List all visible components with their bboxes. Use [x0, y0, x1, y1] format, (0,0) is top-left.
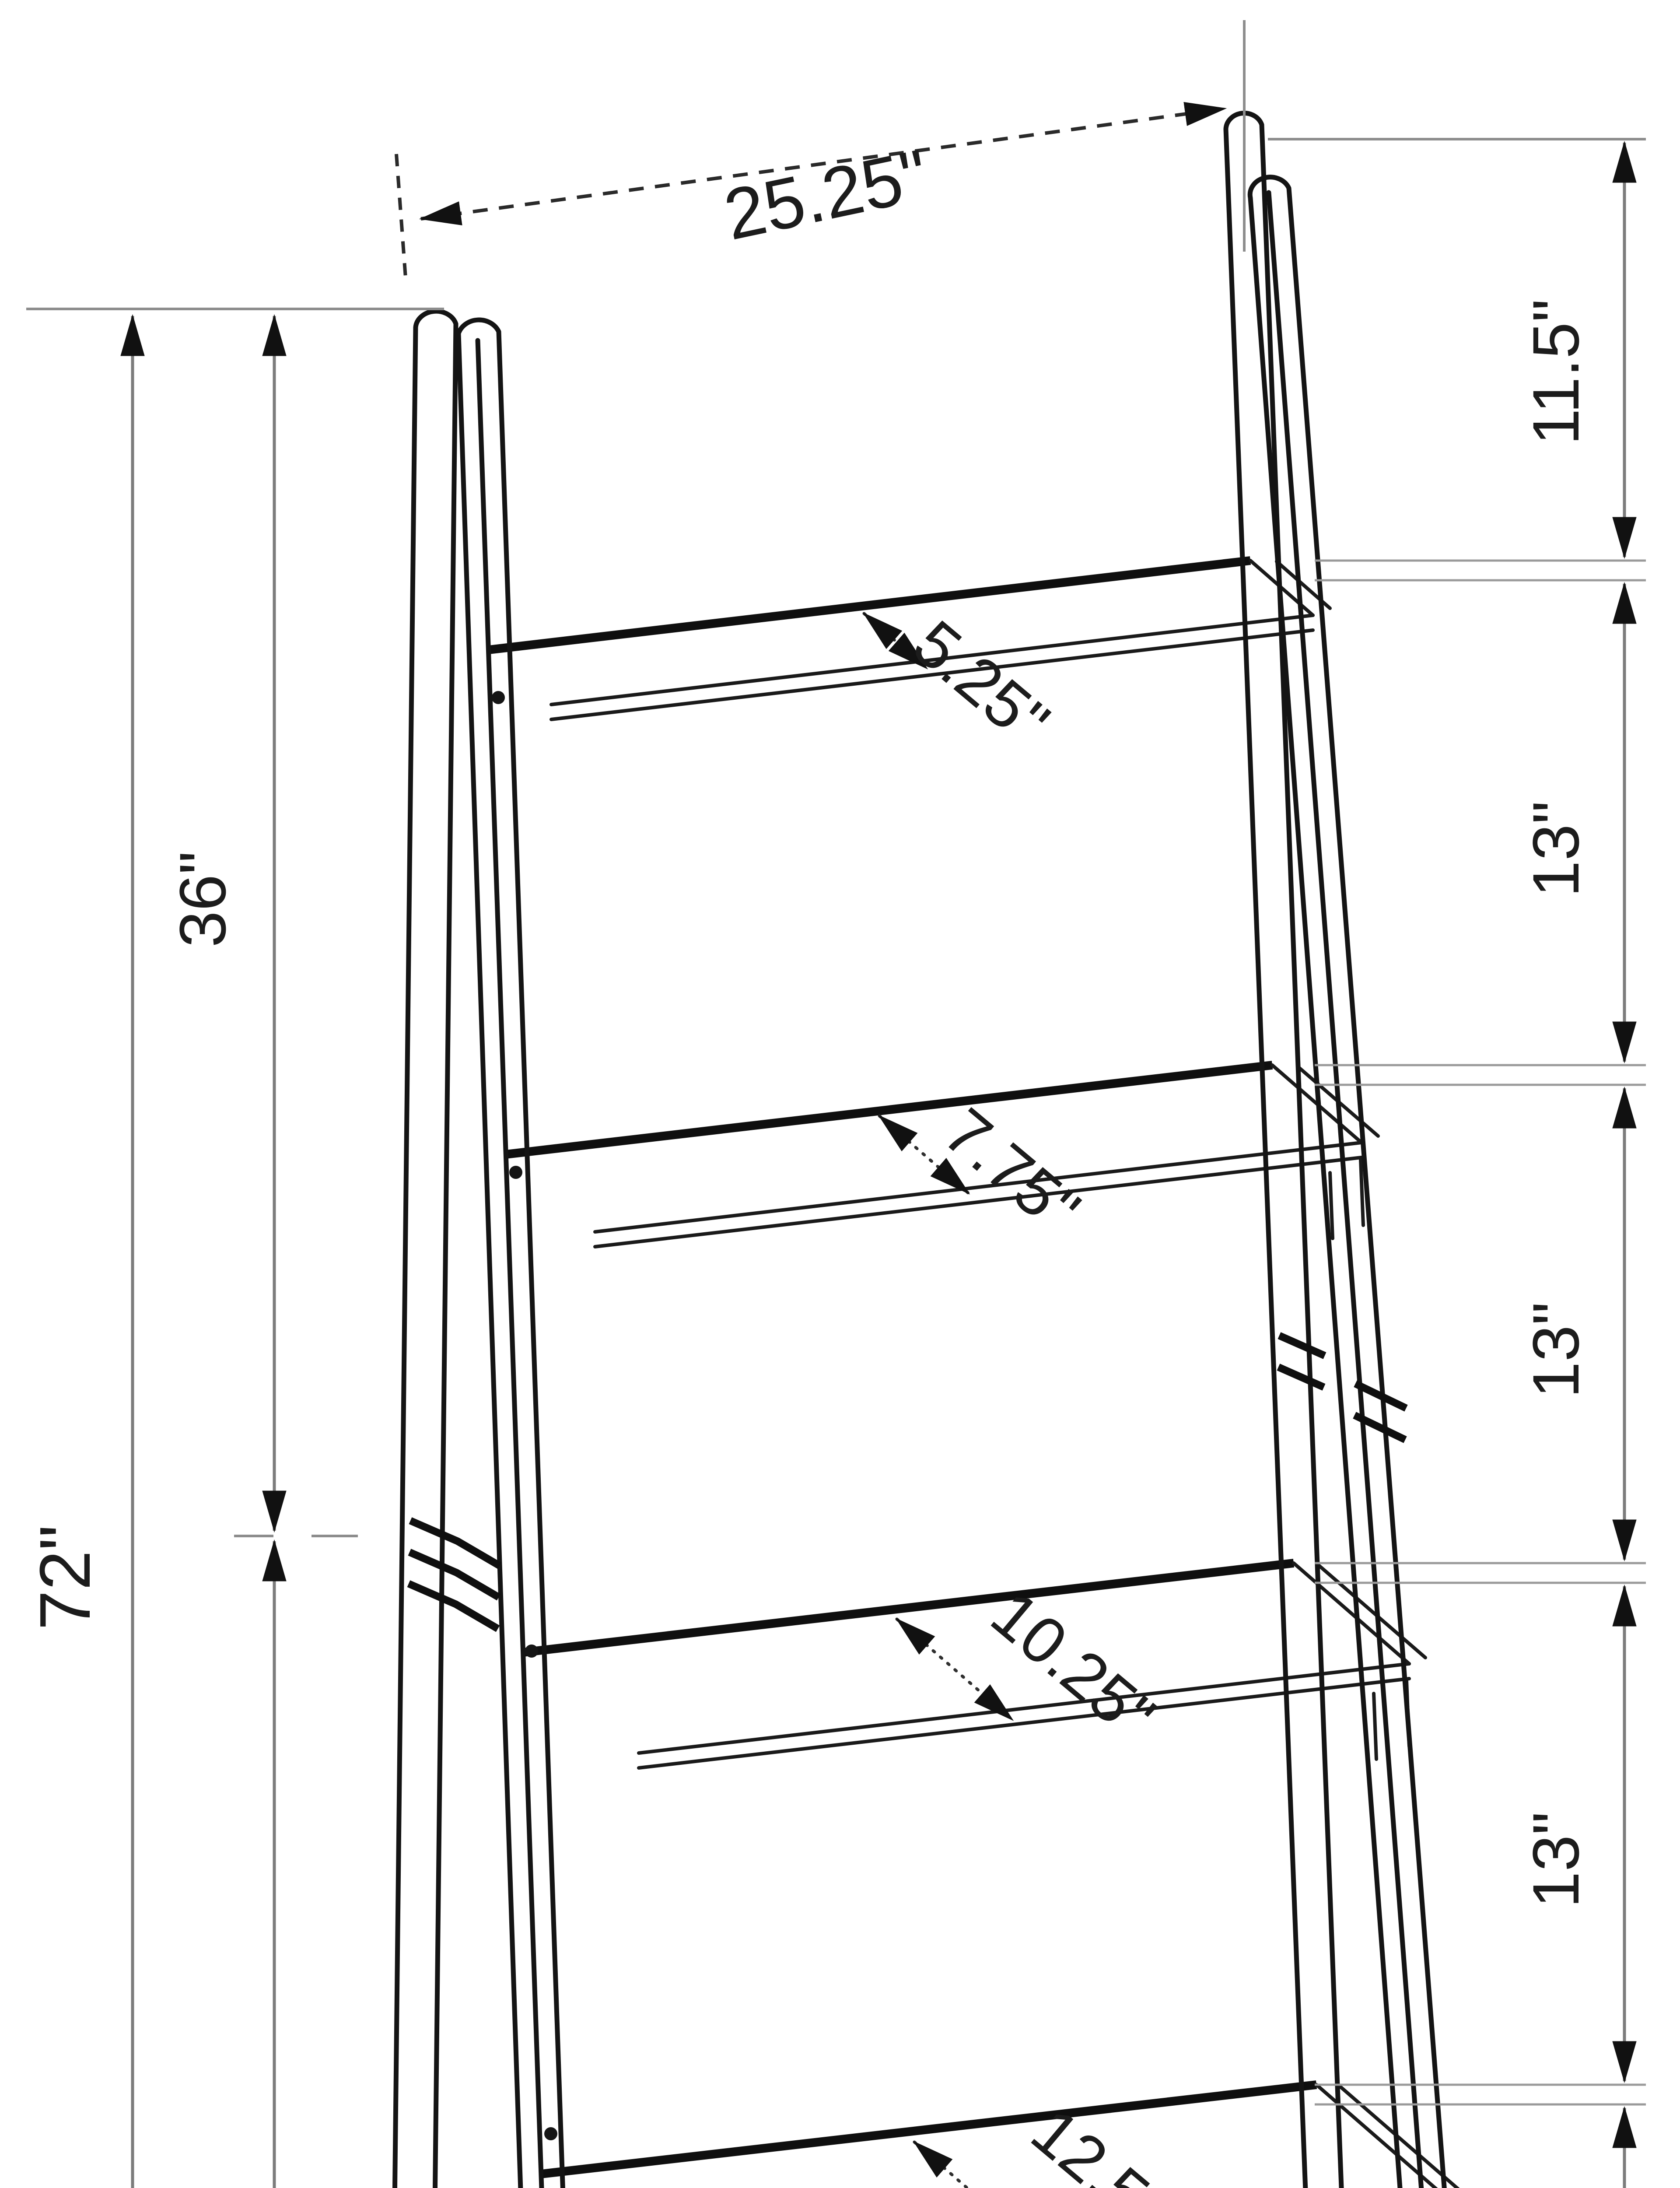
- ext-shelf2: [1315, 1064, 1646, 1086]
- ext-shelf4: [1315, 2083, 1646, 2106]
- dim-shelf3-depth-line: [895, 1617, 1014, 1722]
- dimension-lines: [120, 102, 1637, 2188]
- legs: [392, 111, 1447, 2188]
- dim-height-total-label: 72": [25, 1525, 105, 1630]
- front-right-leg: [1247, 175, 1447, 2188]
- dim-gap-top-label: 11.5": [1519, 299, 1592, 445]
- dim-shelf2-depth-label: 7.75": [931, 1094, 1093, 1248]
- left-leg-joint-bands: [407, 1517, 502, 1632]
- screw-dots: [492, 691, 557, 2140]
- ext-topwidth-left-dashed: [395, 154, 408, 284]
- front-left-leg: [456, 317, 565, 2188]
- shelf-4: [540, 2080, 1460, 2188]
- back-right-leg: [1223, 111, 1344, 2188]
- dim-gap3-label: 13": [1519, 1812, 1592, 1908]
- ext-shelf3: [1315, 1562, 1646, 1584]
- shelf-1: [488, 556, 1332, 721]
- dim-shelf1-depth-label: 5.25": [900, 606, 1063, 760]
- extension-lines: [26, 20, 1646, 2106]
- dim-shelf3-depth-label: 10.25": [978, 1577, 1169, 1753]
- right-leg-joint-bands: [1277, 1332, 1408, 1443]
- dim-shelf1-depth-line: [862, 612, 928, 670]
- dim-shelf2-depth-line: [878, 1114, 970, 1195]
- dim-shelf4-depth-line: [913, 2140, 1057, 2188]
- dim-top-width-line: [419, 102, 1227, 226]
- back-left-leg: [392, 309, 458, 2188]
- dimension-labels: 25.25" 72" 36" 36" 11.5" 13" 13" 13" 13"…: [25, 134, 1592, 2188]
- ext-shelf1: [1315, 559, 1646, 582]
- dim-gap1-label: 13": [1519, 801, 1592, 897]
- dim-top-width-label: 25.25": [718, 134, 934, 255]
- dim-gap2-label: 13": [1519, 1302, 1592, 1398]
- dim-height-upper-label: 36": [166, 851, 239, 947]
- shelves: [488, 556, 1460, 2188]
